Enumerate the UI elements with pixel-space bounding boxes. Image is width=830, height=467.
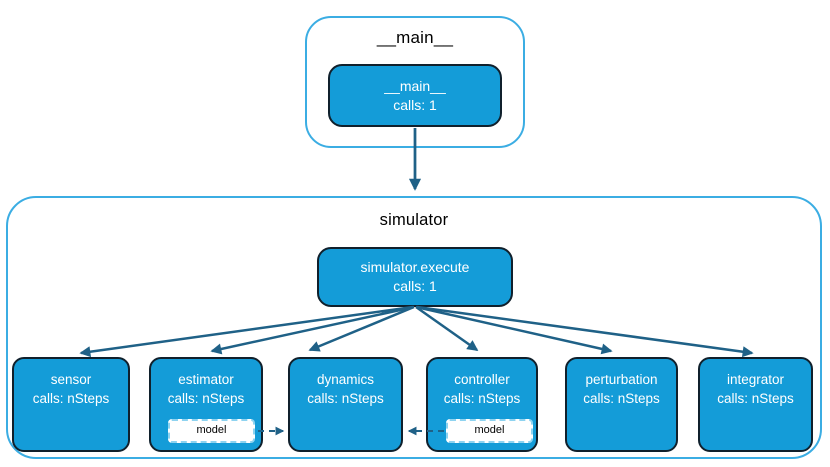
node-controller-name: controller	[454, 372, 510, 387]
node-sensor: sensor calls: nSteps	[12, 357, 130, 452]
node-dynamics: dynamics calls: nSteps	[288, 357, 403, 452]
node-integrator-name: integrator	[726, 372, 785, 387]
node-dynamics-calls: calls: nSteps	[307, 391, 384, 406]
node-simulator-execute-calls: calls: 1	[393, 278, 437, 294]
node-main-name: __main__	[384, 77, 446, 94]
main-cluster-title: __main__	[376, 28, 454, 47]
node-main-calls: calls: 1	[393, 96, 437, 113]
node-main: __main__ calls: 1	[328, 64, 502, 127]
node-integrator: integrator calls: nSteps	[698, 357, 813, 452]
node-perturbation: perturbation calls: nSteps	[565, 357, 678, 452]
node-sensor-calls: calls: nSteps	[32, 391, 110, 406]
controller-model-box: model	[446, 419, 533, 443]
node-sensor-name: sensor	[50, 372, 92, 387]
node-simulator-execute: simulator.execute calls: 1	[317, 247, 513, 307]
node-estimator-calls: calls: nSteps	[167, 391, 245, 406]
node-perturbation-name: perturbation	[585, 372, 658, 387]
node-dynamics-name: dynamics	[316, 372, 375, 387]
node-controller-calls: calls: nSteps	[443, 391, 521, 406]
simulator-cluster: simulator	[6, 196, 822, 459]
node-estimator-name: estimator	[178, 372, 234, 387]
node-perturbation-calls: calls: nSteps	[583, 391, 660, 406]
estimator-model-box: model	[168, 419, 255, 443]
simulator-cluster-title: simulator	[379, 211, 449, 229]
node-integrator-calls: calls: nSteps	[717, 391, 794, 406]
node-simulator-execute-name: simulator.execute	[360, 259, 470, 275]
